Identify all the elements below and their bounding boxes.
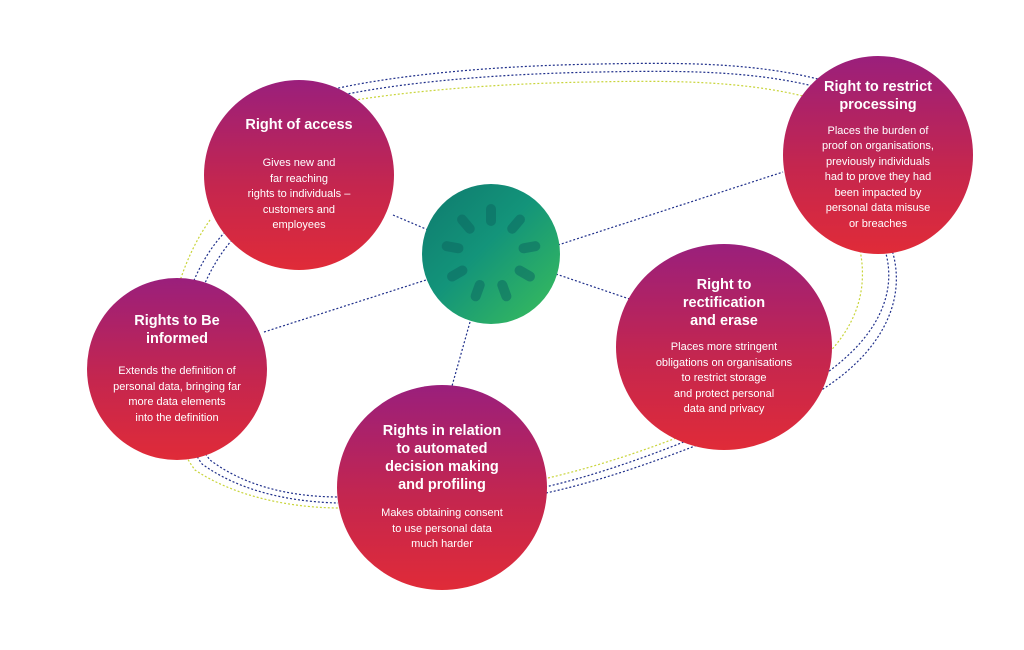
node-rights-automated-decision-making: Rights in relation to automated decision… (337, 385, 547, 590)
node-description: Extends the definition of personal data,… (113, 365, 241, 424)
node-description: Gives new and far reaching rights to ind… (247, 157, 351, 232)
node-description: Places more stringent obligations on org… (655, 341, 793, 416)
node-right-to-rectification-and-erase: Right to rectification and erase Places … (616, 244, 832, 450)
node-title: Right to rectification and erase (682, 277, 766, 330)
node-title: Rights in relation to automated decision… (382, 423, 502, 494)
spoke-access (392, 214, 441, 236)
hub-circle (422, 184, 560, 324)
spoke-restrict (557, 171, 784, 246)
node-description: Makes obtaining consent to use personal … (381, 507, 503, 551)
node-right-of-access: Right of access Gives new and far reachi… (204, 80, 394, 270)
node-title: Rights to Be informed (134, 313, 220, 347)
node-right-to-restrict-processing: Right to restrict processing Places the … (783, 56, 973, 254)
spoke-rectify (555, 273, 651, 307)
node-rights-to-be-informed: Rights to Be informed Extends the defini… (87, 278, 267, 460)
node-title: Right of access (245, 117, 353, 134)
spoke-informed (263, 279, 427, 333)
gear-cog-icon (441, 204, 541, 302)
node-title: Right to restrict processing (824, 78, 932, 113)
spoke-automated (451, 321, 471, 387)
node-description: Places the burden of proof on organisati… (822, 124, 934, 230)
